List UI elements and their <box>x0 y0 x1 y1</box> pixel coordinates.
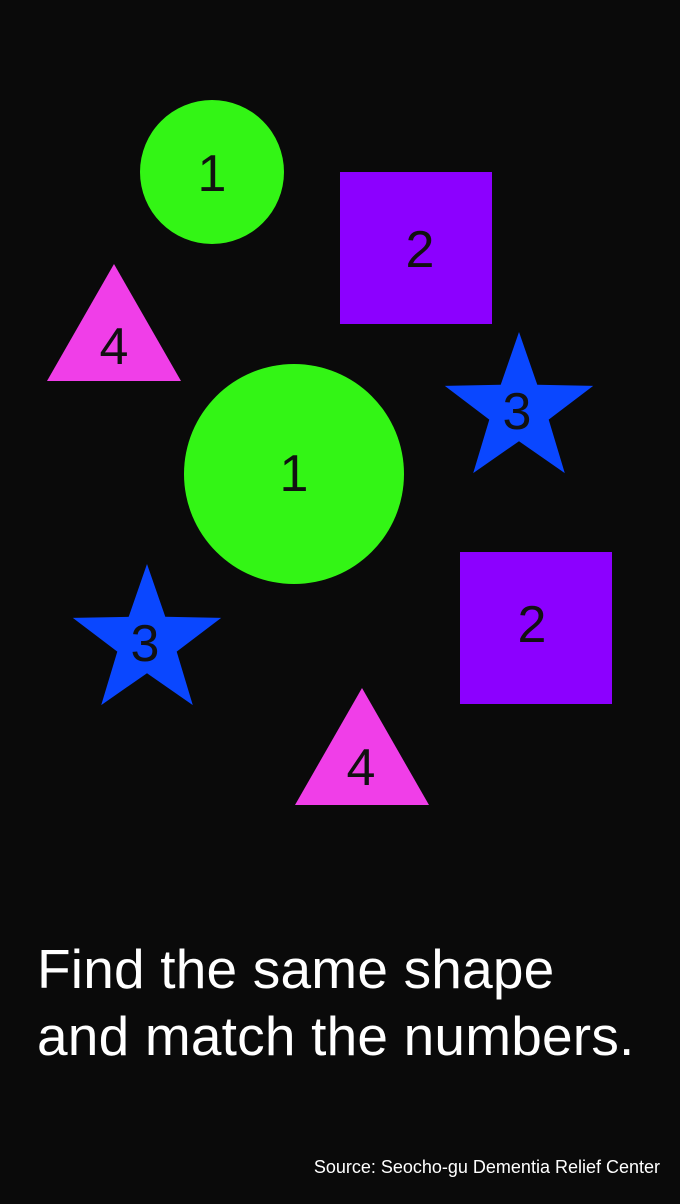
shape-circle-large[interactable]: 1 <box>184 364 404 584</box>
shape-number: 2 <box>518 596 547 654</box>
shape-triangle-bottom[interactable]: 4 <box>295 688 429 805</box>
shape-star-right[interactable]: 3 <box>444 332 594 474</box>
source-credit: Source: Seocho-gu Dementia Relief Center <box>313 1157 660 1177</box>
shape-number: 4 <box>347 739 376 797</box>
square-shape <box>340 172 492 324</box>
shape-square-bottom[interactable]: 2 <box>460 552 612 704</box>
star-shape <box>72 564 222 706</box>
shape-number: 2 <box>406 221 435 279</box>
circle-shape <box>140 100 284 244</box>
shape-square-top[interactable]: 2 <box>340 172 492 324</box>
shape-number: 1 <box>280 445 309 503</box>
shape-star-left[interactable]: 3 <box>72 564 222 706</box>
star-shape <box>444 332 594 474</box>
shape-triangle-left[interactable]: 4 <box>47 264 181 381</box>
shape-number: 3 <box>131 615 160 673</box>
shape-number: 4 <box>100 318 129 376</box>
circle-shape <box>184 364 404 584</box>
triangle-shape <box>295 688 429 805</box>
instruction-line-2: and match the numbers. <box>37 1005 635 1067</box>
instruction-text: Find the same shape and match the number… <box>37 936 667 1070</box>
triangle-shape <box>47 264 181 381</box>
shape-number: 3 <box>503 383 532 441</box>
instruction-line-1: Find the same shape <box>37 938 555 1000</box>
square-shape <box>460 552 612 704</box>
shape-number: 1 <box>198 145 227 203</box>
shape-circle-small[interactable]: 1 <box>140 100 284 244</box>
